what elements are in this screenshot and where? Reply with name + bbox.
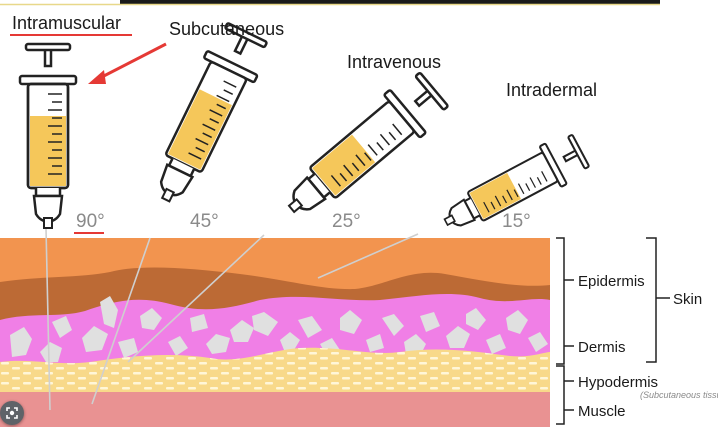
syringe-intravenous xyxy=(287,72,449,214)
label-intramuscular: Intramuscular xyxy=(12,13,121,33)
label-intravenous: Intravenous xyxy=(347,52,441,72)
fat-cells xyxy=(0,347,550,392)
syringe-intramuscular xyxy=(18,42,78,229)
label-skin: Skin xyxy=(673,291,702,308)
label-hypodermis-note: (Subcutaneous tissu xyxy=(640,390,718,400)
lens-icon xyxy=(6,407,18,419)
angle-25: 25° xyxy=(332,211,361,232)
needles xyxy=(45,227,419,411)
label-intradermal: Intradermal xyxy=(506,80,597,100)
syringe-subcutaneous xyxy=(159,22,268,203)
angle-15: 15° xyxy=(502,211,531,232)
label-muscle: Muscle xyxy=(578,403,626,420)
label-dermis: Dermis xyxy=(578,339,626,356)
dermis-cells xyxy=(10,296,548,362)
tissue-layers xyxy=(0,238,550,427)
label-hypodermis: Hypodermis xyxy=(578,374,658,391)
label-subcutaneous: Subcutaneous xyxy=(169,19,284,39)
top-banner-fragment xyxy=(0,0,660,6)
angle-90: 90° xyxy=(76,211,105,232)
layer-brackets xyxy=(556,237,670,425)
syringe-intradermal xyxy=(443,134,590,227)
pointer-arrow xyxy=(88,42,167,84)
angle-45: 45° xyxy=(190,211,219,232)
muscle-layer xyxy=(0,392,550,427)
lens-button[interactable] xyxy=(0,401,24,425)
label-epidermis: Epidermis xyxy=(578,273,645,290)
